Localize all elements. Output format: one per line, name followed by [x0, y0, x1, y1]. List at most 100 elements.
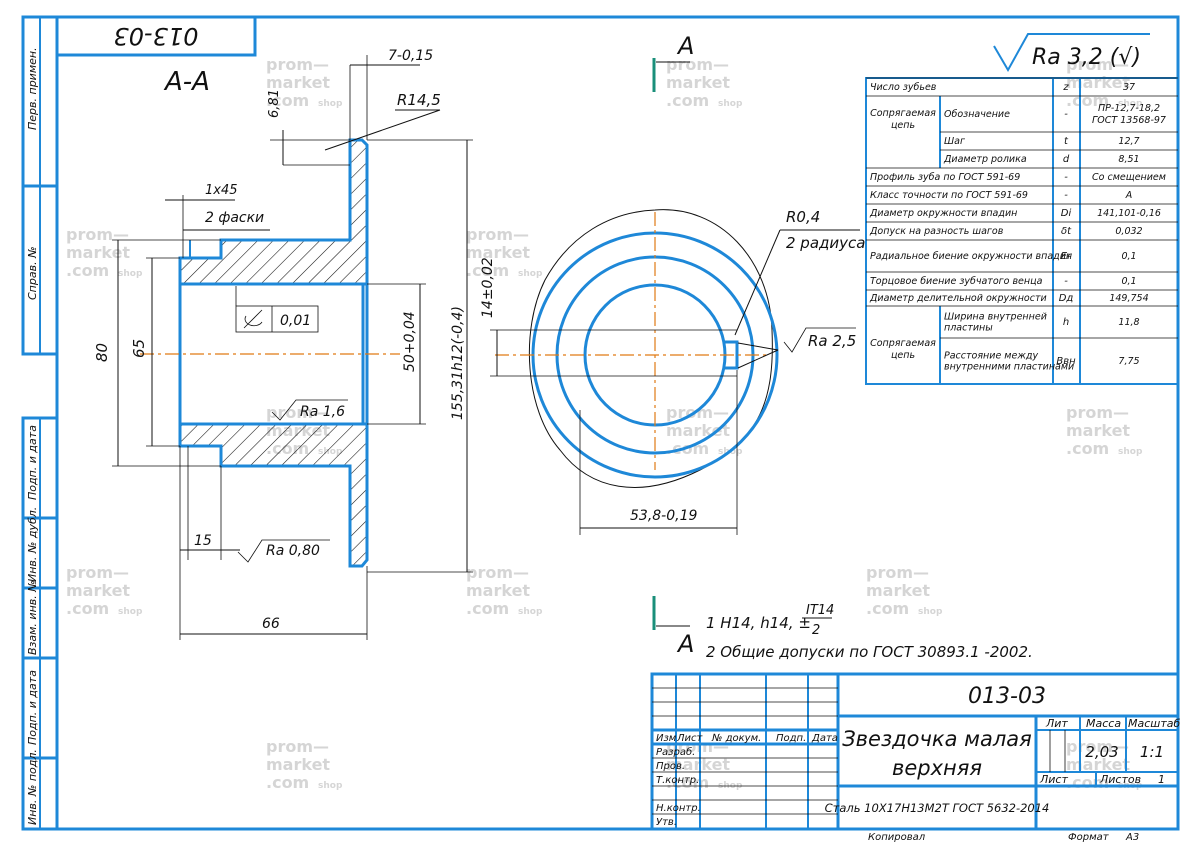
param-value: ПР-12,7-18,2	[1098, 103, 1160, 114]
tb-h-mass: Масса	[1086, 717, 1121, 730]
watermark-text: prom—	[66, 225, 129, 244]
tb-sheet-label: Лист	[1039, 773, 1068, 786]
tb-h-scale: Масштаб	[1128, 717, 1180, 730]
title-block: Изм Лист № докум. Подп. Дата Разраб. Про…	[650, 672, 1180, 843]
param-value: 0,1	[1121, 276, 1136, 287]
top-stamp-text: 013-03	[113, 22, 198, 50]
param-name: Диаметр окружности впадин	[869, 208, 1017, 219]
param-symbol: t	[1064, 136, 1069, 147]
param-value: 149,754	[1109, 293, 1148, 304]
dim-r145: R14,5	[397, 91, 441, 109]
note-1: 1 Н14, h14, ±	[706, 614, 811, 632]
watermark-text: market	[666, 421, 730, 440]
param-name: Шаг	[944, 136, 966, 147]
hatch-top	[180, 140, 367, 284]
watermark-text: shop	[118, 269, 143, 279]
watermark-text: market	[666, 73, 730, 92]
watermark-text: market	[66, 581, 130, 600]
watermark-text: market	[1066, 421, 1130, 440]
dim-chamfer: 1х45	[205, 183, 238, 198]
tb-role-2: Пров.	[656, 761, 685, 772]
param-name: Допуск на разность шагов	[869, 226, 1004, 237]
param-group: цепь	[891, 120, 915, 131]
tb-role-5: Н.контр.	[656, 803, 701, 814]
watermark: prom—market.com shop	[266, 737, 343, 792]
watermark-text: .com	[66, 261, 109, 280]
watermark: prom—market.com shop	[1066, 403, 1143, 458]
param-group: Сопрягаемая	[870, 108, 936, 119]
tb-col-list: Лист	[676, 733, 704, 744]
param-value: 8,51	[1118, 154, 1139, 165]
watermark-text: shop	[718, 99, 743, 109]
watermark-text: market	[866, 581, 930, 600]
param-symbol: d	[1063, 154, 1070, 165]
watermark-text: market	[466, 243, 530, 262]
watermark: prom—market.com shop	[66, 225, 143, 280]
param-value: ГОСТ 13568-97	[1092, 115, 1166, 126]
watermark-text: .com	[866, 599, 909, 618]
tb-name-1: Звездочка малая	[842, 727, 1032, 751]
ra-16: Ra 1,6	[300, 404, 345, 420]
ra-general: Ra 3,2 (√)	[1032, 45, 1141, 70]
param-symbol: z	[1062, 82, 1069, 93]
param-symbol: δt	[1061, 226, 1072, 237]
watermark-text: market	[266, 73, 330, 92]
param-group: Сопрягаемая	[870, 338, 936, 349]
view-label-bottom: А	[676, 630, 694, 658]
tb-mass: 2,03	[1085, 743, 1118, 761]
param-symbol: Di	[1061, 208, 1072, 219]
sprocket-contour	[528, 209, 773, 488]
tb-role-1: Разраб.	[656, 746, 695, 758]
tb-sheets-label: Листов	[1099, 773, 1141, 786]
param-name: Профиль зуба по ГОСТ 591-69	[870, 172, 1020, 183]
watermark-text: .com	[1066, 439, 1109, 458]
tb-role-3: Т.контр.	[656, 775, 699, 786]
general-roughness: Ra 3,2 (√)	[993, 33, 1150, 73]
watermark-text: shop	[1118, 447, 1143, 457]
dim-r04-note: 2 радиуса	[786, 234, 865, 252]
watermark-text: prom—	[666, 737, 729, 756]
strip-label-4: Инв. № дубл.	[26, 507, 39, 582]
watermark-text: shop	[318, 781, 343, 791]
ra-080: Ra 0,80	[266, 543, 320, 559]
ra-25: Ra 2,5	[808, 332, 856, 350]
note-2: 2 Общие допуски по ГОСТ 30893.1 -2002.	[706, 643, 1033, 661]
param-value: 0,1	[1121, 251, 1136, 262]
note-1-frac-bottom: 2	[812, 623, 820, 638]
watermark-text: prom—	[1066, 55, 1129, 74]
tb-material: Сталь 10Х17Н13М2Т ГОСТ 5632-2014	[825, 801, 1050, 815]
watermark-text: .com	[66, 599, 109, 618]
strip-label-5: Взам. инв. №	[26, 580, 39, 655]
watermark-text: market	[66, 243, 130, 262]
param-name: Радиальное биение окружности впадин	[870, 251, 1072, 262]
param-name: Диаметр ролика	[943, 154, 1027, 165]
watermark-text: market	[266, 755, 330, 774]
param-name: Расстояние между	[944, 351, 1038, 362]
watermark-text: prom—	[1066, 403, 1129, 422]
watermark-text: prom—	[266, 55, 329, 74]
watermark-text: shop	[1118, 99, 1143, 109]
param-value: Со смещением	[1092, 172, 1166, 183]
dim-681: 6,81	[267, 89, 282, 118]
param-value: 11,8	[1118, 317, 1139, 328]
dim-50: 50+0,04	[402, 311, 418, 372]
watermark-text: prom—	[66, 563, 129, 582]
watermark-text: shop	[318, 99, 343, 109]
tb-designation: 013-03	[968, 684, 1046, 709]
dim-chamfer-note: 2 фаски	[205, 210, 264, 226]
watermark-text: prom—	[266, 737, 329, 756]
section-label: А-А	[163, 67, 210, 97]
strip-label-3: Подп. и дата	[26, 425, 39, 500]
dim-15: 15	[194, 533, 212, 549]
watermark-text: .com	[266, 773, 309, 792]
strip-label-1: Перв. примен.	[26, 47, 39, 130]
watermark-text: .com	[466, 261, 509, 280]
watermark-text: prom—	[666, 55, 729, 74]
dim-538: 53,8-0,19	[630, 508, 697, 524]
param-symbol: -	[1064, 172, 1068, 183]
param-name: внутренними пластинами	[944, 362, 1074, 373]
